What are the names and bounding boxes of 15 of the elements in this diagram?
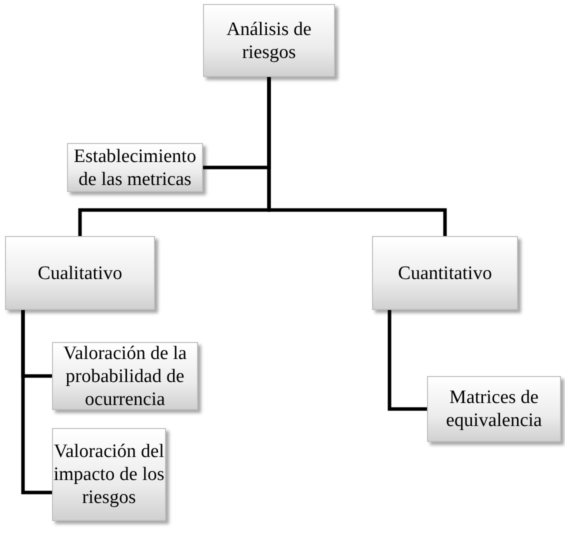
process-box (427, 376, 561, 442)
process-box (52, 428, 166, 521)
process-box (203, 4, 335, 77)
connector-line (267, 77, 447, 236)
connector-line (21, 310, 52, 494)
node-label: Valoración de la probabilidad de ocurrencia (62, 342, 188, 410)
connector-line (388, 310, 427, 411)
node-label: Valoración del impacto de los riesgos (53, 440, 165, 509)
node-label: Establecimiento de las metricas (72, 144, 198, 190)
process-box (5, 236, 155, 310)
node-label: Matrices de equivalencia (444, 386, 543, 432)
node-label: Cualitativo (38, 262, 122, 284)
node-label: Análisis de riesgos (226, 18, 312, 64)
node-label: Cuantitativo (398, 262, 492, 284)
process-box (372, 236, 518, 310)
